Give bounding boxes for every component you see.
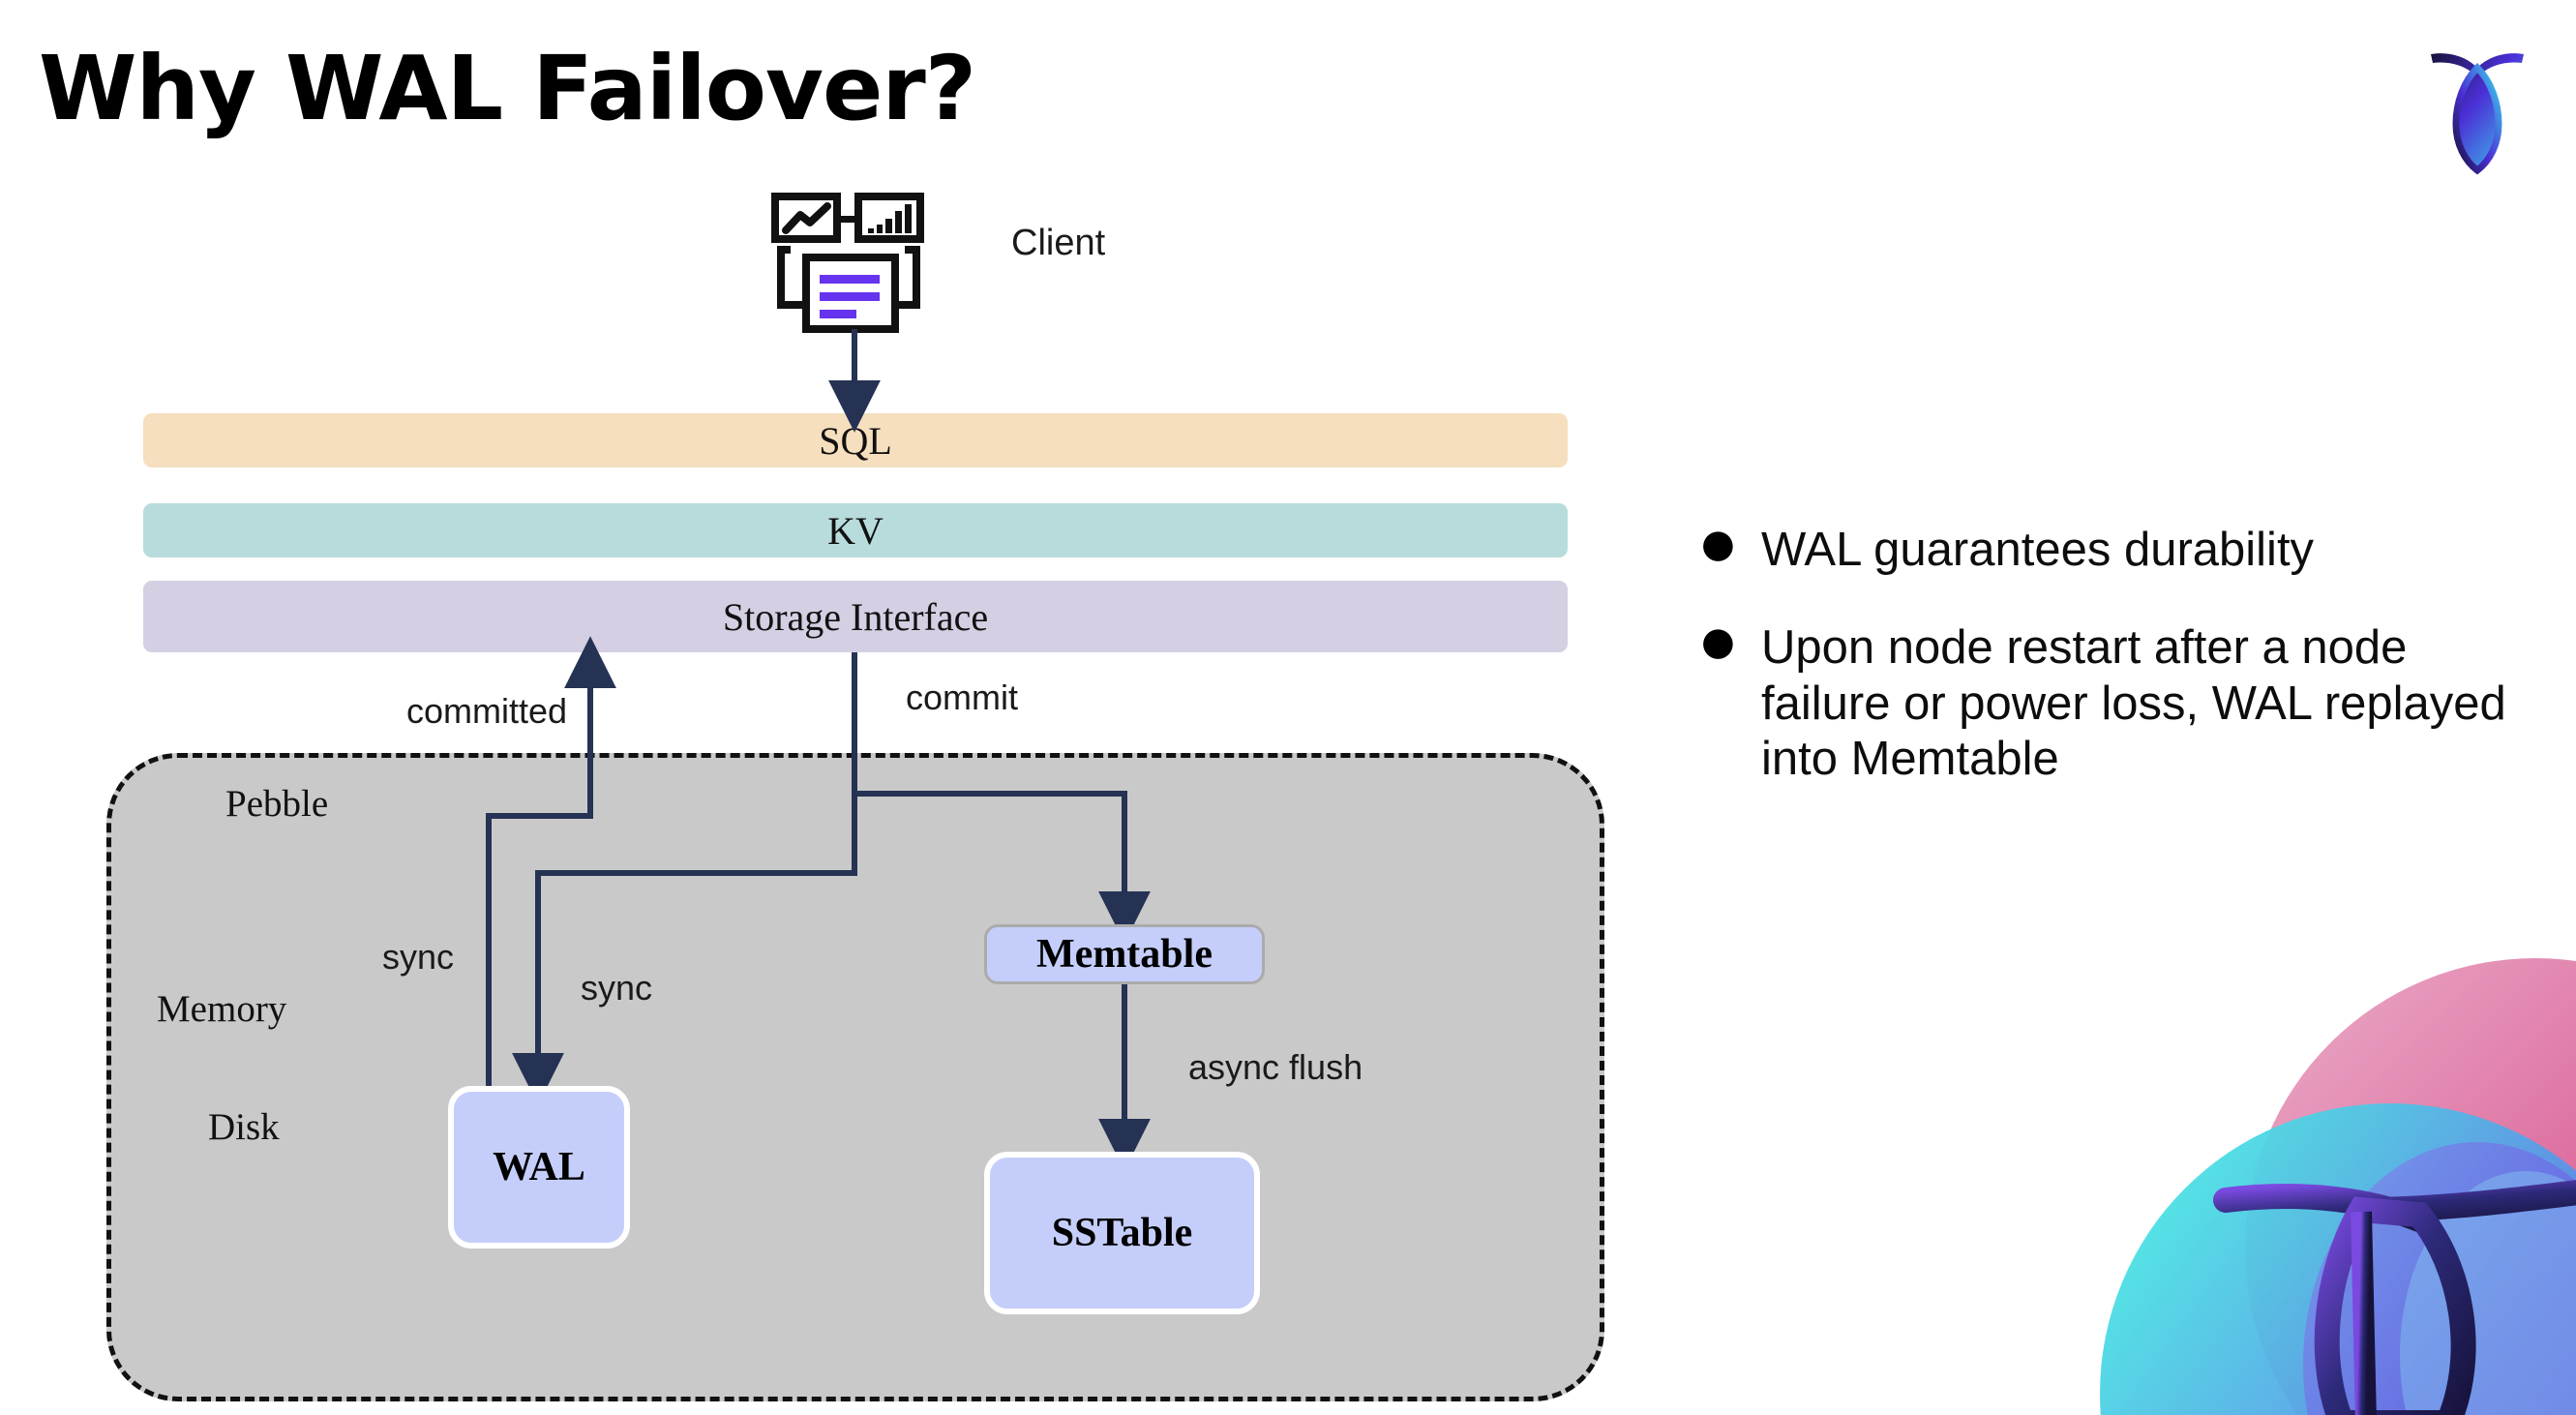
pebble-container bbox=[106, 753, 1604, 1401]
edge-label-sync-right: sync bbox=[581, 968, 653, 1008]
edge-label-async-flush: async flush bbox=[1188, 1047, 1363, 1087]
layer-label-kv: KV bbox=[827, 508, 884, 553]
pebble-label: Pebble bbox=[225, 783, 329, 825]
edge-label-committed: committed bbox=[406, 691, 568, 731]
decorative-logo-graphic bbox=[1935, 910, 2576, 1415]
node-sstable[interactable]: SSTable bbox=[984, 1152, 1260, 1314]
list-item: ● WAL guarantees durability bbox=[1701, 523, 2543, 578]
layer-bar-storage-interface: Storage Interface bbox=[143, 581, 1568, 652]
bullet-list: ● WAL guarantees durability ● Upon node … bbox=[1701, 523, 2543, 829]
client-dashboard-icon bbox=[769, 192, 929, 337]
node-wal[interactable]: WAL bbox=[448, 1086, 630, 1249]
cockroachdb-logo bbox=[2410, 35, 2545, 175]
memory-label: Memory bbox=[157, 988, 287, 1030]
layer-bar-kv: KV bbox=[143, 503, 1568, 557]
edge-label-commit: commit bbox=[906, 677, 1018, 717]
layer-label-storage-interface: Storage Interface bbox=[722, 594, 989, 639]
disk-label: Disk bbox=[208, 1106, 280, 1148]
bullet-marker-icon: ● bbox=[1701, 619, 1735, 665]
page-title: Why WAL Failover? bbox=[39, 37, 976, 140]
edge-label-sync-left: sync bbox=[382, 937, 455, 977]
node-label-sstable: SSTable bbox=[1051, 1211, 1193, 1255]
client-label: Client bbox=[1011, 223, 1106, 263]
bullet-text: Upon node restart after a node failure o… bbox=[1761, 621, 2506, 785]
node-label-memtable: Memtable bbox=[1036, 932, 1213, 977]
bullet-marker-icon: ● bbox=[1701, 522, 1735, 566]
layer-bar-sql: SQL bbox=[143, 413, 1568, 467]
node-memtable[interactable]: Memtable bbox=[984, 924, 1265, 984]
layer-label-sql: SQL bbox=[819, 418, 892, 463]
list-item: ● Upon node restart after a node failure… bbox=[1701, 620, 2543, 787]
bullet-text: WAL guarantees durability bbox=[1761, 524, 2315, 576]
node-label-wal: WAL bbox=[493, 1145, 585, 1189]
